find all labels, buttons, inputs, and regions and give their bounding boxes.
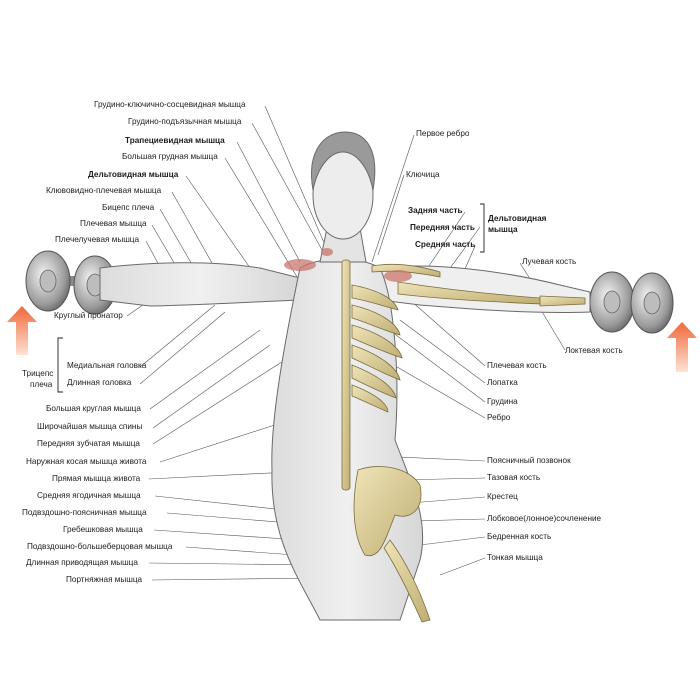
label-sartorius: Портняжная мышца — [66, 575, 143, 584]
label-triceps-line1: Трицепс — [22, 369, 54, 378]
label-rectus-abdominis: Прямая мышца живота — [52, 474, 141, 483]
muscle-highlights — [284, 248, 412, 282]
label-brachialis: Плечевая мышца — [80, 219, 147, 228]
label-middle-part: Средняя часть — [415, 240, 476, 249]
label-deltoid: Дельтовидная мышца — [88, 170, 179, 179]
label-sternum: Грудина — [487, 397, 518, 406]
label-radius: Лучевая кость — [522, 257, 577, 266]
label-deltoid-right-line1: Дельтовидная — [488, 214, 547, 223]
label-iliotibial: Подвздошно-большеберцовая мышца — [27, 542, 173, 551]
label-pectoralis-major: Большая грудная мышца — [122, 152, 218, 161]
label-latissimus-dorsi: Широчайшая мышца спины — [37, 422, 143, 431]
right-dumbbell — [575, 271, 674, 334]
left-up-arrow — [7, 306, 37, 355]
label-ulna: Локтевая кость — [565, 346, 623, 355]
label-posterior-part: Задняя часть — [408, 206, 463, 215]
label-rib: Ребро — [487, 413, 511, 422]
label-pectineus: Гребешковая мышца — [63, 525, 143, 534]
label-deltoid-right-line2: мышца — [488, 225, 518, 234]
label-sternohyoid: Грудино-подъязычная мышца — [128, 117, 242, 126]
label-femur: Бедренная кость — [487, 532, 552, 541]
label-medial-head: Медиальная головка — [67, 361, 147, 370]
label-gracilis: Тонкая мышца — [487, 553, 543, 562]
label-pelvic-bone: Тазовая кость — [487, 473, 541, 482]
skeleton — [341, 259, 586, 623]
brackets — [57, 203, 485, 393]
label-gluteus-medius: Средняя ягодичная мышца — [37, 491, 141, 500]
label-coracobrachialis: Клювовидно-плечевая мышца — [46, 186, 162, 195]
label-trapezius: Трапециевидная мышца — [125, 136, 225, 145]
label-anterior-part: Передняя часть — [410, 223, 475, 232]
label-scapula: Лопатка — [487, 378, 518, 387]
label-sacrum: Крестец — [487, 492, 518, 501]
label-clavicle: Ключица — [406, 170, 440, 179]
label-brachioradialis: Плечелучевая мышца — [55, 235, 140, 244]
label-long-head: Длинная головка — [67, 378, 132, 387]
label-biceps: Бицепс плеча — [102, 203, 155, 212]
label-triceps-line2: плеча — [30, 380, 53, 389]
label-lumbar-vertebra: Поясничный позвонок — [487, 456, 571, 465]
label-iliopsoas: Подвздошно-поясничная мышца — [22, 508, 147, 517]
label-teres-major: Большая круглая мышца — [46, 404, 141, 413]
label-serratus-anterior: Передняя зубчатая мышца — [37, 439, 140, 448]
label-pubic-symphysis: Лобковое(лонное)сочленение — [487, 514, 602, 523]
label-pronator-teres: Круглый пронатор — [54, 311, 123, 320]
label-sternocleidomastoid: Грудино-ключично-сосцевидная мышца — [94, 100, 246, 109]
label-first-rib: Первое ребро — [416, 129, 470, 138]
label-external-oblique: Наружная косая мышца живота — [26, 457, 147, 466]
label-humerus: Плечевая кость — [487, 361, 547, 370]
right-up-arrow — [667, 322, 697, 372]
label-adductor-longus: Длинная приводящая мышца — [26, 558, 138, 567]
